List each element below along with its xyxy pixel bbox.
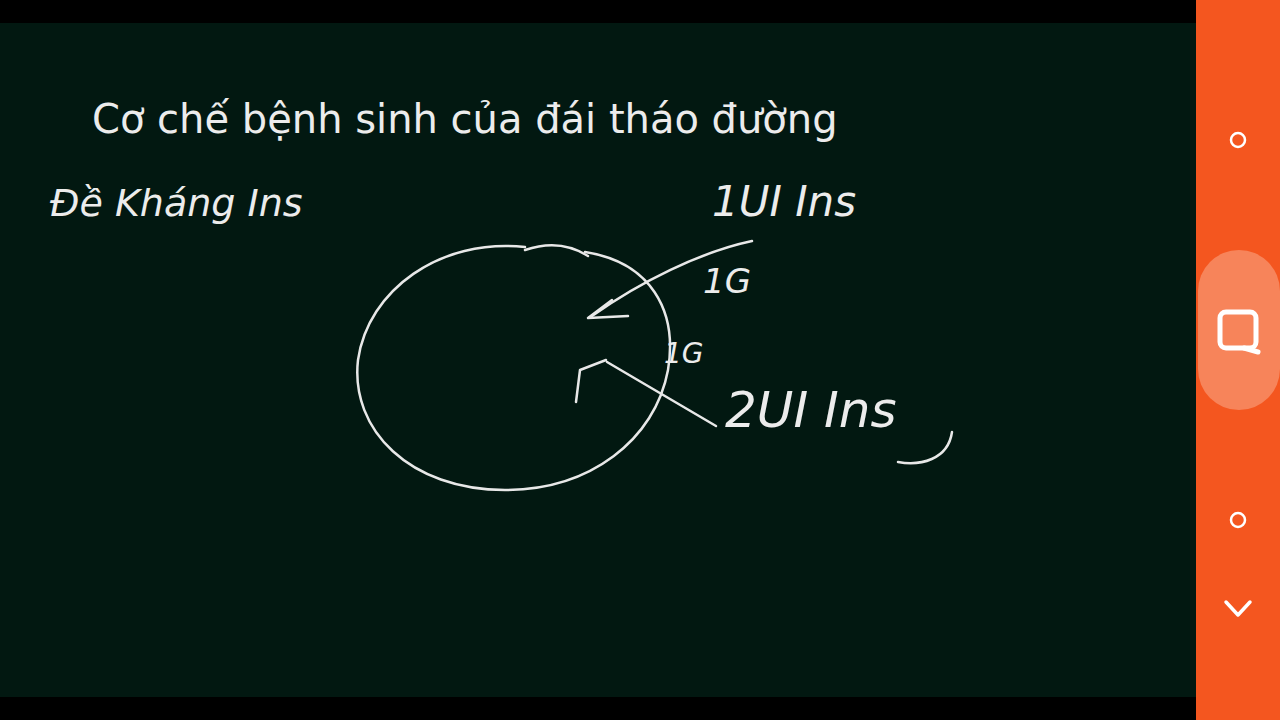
toolbar-dot-icon [1231,133,1245,147]
toolbar-highlight [1198,250,1280,410]
receptor-mark [576,360,606,402]
side-toolbar [1196,0,1280,720]
handwritten-note: Đề Kháng Ins [50,182,303,226]
slide-title: Cơ chế bệnh sinh của đái tháo đường [92,96,838,142]
toolbar-dot-icon [1231,513,1245,527]
chevron-icon [1226,602,1250,615]
handwritten-note: 2UI Ins [725,382,897,440]
handwritten-note: 1UI Ins [712,178,856,226]
arrow-head [588,300,628,318]
insulin-arrow [607,362,716,426]
handwritten-note: 1G [664,338,704,370]
underline-stroke [898,432,952,463]
insulin-arrow [592,241,752,316]
cell-outline-stroke [525,245,588,256]
board-background [0,23,1196,697]
handwritten-note: 1G [703,262,751,301]
cell-outline [357,246,670,490]
search-icon [1220,312,1258,352]
